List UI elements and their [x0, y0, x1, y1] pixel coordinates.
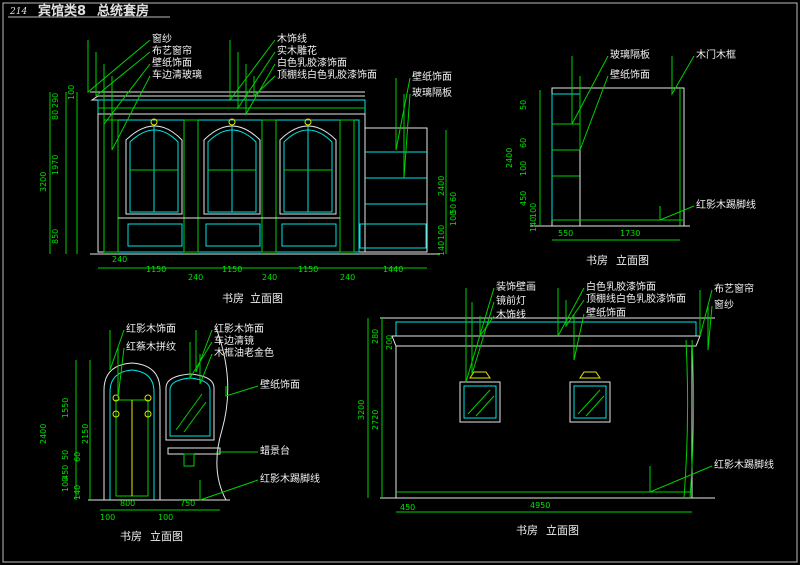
dim-c-inner-6: 100	[61, 477, 70, 492]
dim-d-left-1: 280	[371, 329, 380, 344]
dim-a-bottom-8: 1440	[383, 265, 403, 274]
dim-a-right-3: 50	[449, 204, 458, 214]
callout-a-curtain-sheer: 窗纱	[152, 32, 172, 45]
dim-a-left-1: 290	[51, 93, 60, 108]
callout-a-carving: 实木雕花	[277, 44, 317, 57]
callout-c-wood-veneer-right: 红影木饰面	[214, 322, 264, 335]
dim-d-left-4: 2720	[371, 410, 380, 430]
category-title: 宾馆类8	[38, 3, 86, 19]
dim-a-bottom-3: 240	[188, 273, 203, 282]
dim-a-left-2: 80	[51, 110, 60, 120]
dim-b-bottom-1: 550	[558, 229, 573, 238]
dim-c-bottom-2: 800	[120, 499, 135, 508]
callout-b-glass-shelf: 玻璃隔板	[610, 48, 650, 61]
dim-a-left-6: 3200	[39, 172, 48, 192]
callout-d-mirror-lamp: 镜前灯	[496, 294, 526, 307]
dim-a-left-3: 1970	[51, 155, 60, 175]
dim-c-bottom-3: 100	[158, 513, 173, 522]
view-d-suffix: 立面图	[546, 523, 579, 537]
dim-a-left-4: 850	[51, 229, 60, 244]
callout-c-bevel-mirror: 车边清镜	[214, 334, 254, 347]
callout-d-wallpaper: 壁纸饰面	[586, 306, 626, 319]
dim-c-inner-5: 450	[61, 465, 70, 480]
callout-d-wood-trim: 木饰线	[496, 308, 526, 321]
dim-d-bottom-2: 4950	[530, 501, 550, 510]
view-b-title: 书房	[586, 254, 608, 267]
dim-a-bottom-6: 1150	[298, 265, 318, 274]
subject-title: 总统套房	[97, 3, 149, 19]
callout-b-door-frame: 木门木框	[696, 48, 736, 61]
callout-b-skirting: 红影木踢脚线	[696, 198, 756, 211]
elevation-b: 玻璃隔板 壁纸饰面 木门木框 红影木踢脚线 550 1730 2400 50 6…	[505, 48, 756, 267]
callout-c-skirting: 红影木踢脚线	[260, 472, 320, 485]
dim-a-bottom-1: 240	[112, 255, 127, 264]
dim-b-bottom-2: 1730	[620, 229, 640, 238]
dim-c-inner-2: 2150	[81, 424, 90, 444]
callout-c-console: 蜡景台	[260, 444, 290, 457]
dim-b-left-5: 450	[519, 191, 528, 206]
view-d-title: 书房	[516, 524, 538, 537]
callout-c-gold-frame: 木框油老金色	[214, 346, 274, 359]
callout-a-wallpaper: 壁纸饰面	[152, 56, 192, 69]
callout-a-wallpaper-right: 壁纸饰面	[412, 70, 452, 83]
dim-b-left-2: 50	[519, 100, 528, 110]
dim-c-outer: 2400	[39, 424, 48, 444]
dim-b-left-7: 140	[529, 217, 538, 232]
dim-c-bottom-4: 750	[180, 499, 195, 508]
callout-a-crown-paint: 顶棚线白色乳胶漆饰面	[277, 68, 377, 81]
callout-c-wood-pattern: 红蔡木拼纹	[126, 340, 176, 353]
elevation-a: 窗纱 布艺窗帘 壁纸饰面 车边清玻璃 木饰线 实木雕花 白色乳胶漆饰面 顶棚线白…	[39, 32, 458, 305]
dim-a-right-4: 60	[449, 192, 458, 202]
dim-c-inner-3: 50	[61, 450, 70, 460]
callout-a-bevel-glass: 车边清玻璃	[152, 68, 202, 81]
dim-d-left-2: 200	[385, 335, 394, 350]
view-b-suffix: 立面图	[616, 253, 649, 267]
dim-b-left-3: 60	[519, 138, 528, 148]
dim-c-inner-7: 140	[73, 485, 82, 500]
callout-d-curtain-sheer: 窗纱	[714, 298, 734, 311]
callout-c-wallpaper: 壁纸饰面	[260, 378, 300, 391]
callout-c-wood-veneer-left: 红影木饰面	[126, 322, 176, 335]
elevation-c: 红影木饰面 红蔡木拼纹 红影木饰面 车边清镜 木框油老金色 壁纸饰面 蜡景台 红…	[39, 322, 320, 543]
dim-d-bottom-1: 450	[400, 503, 415, 512]
dim-b-left-6: 100	[529, 203, 538, 218]
dim-b-left-4: 100	[519, 161, 528, 176]
dim-c-bottom-1: 100	[100, 513, 115, 522]
dim-a-bottom-2: 1150	[146, 265, 166, 274]
callout-d-crown-paint: 顶棚线白色乳胶漆饰面	[586, 292, 686, 305]
callout-a-wood-trim: 木饰线	[277, 32, 307, 45]
dim-c-inner-1: 1550	[61, 398, 70, 418]
callout-b-wallpaper: 壁纸饰面	[610, 68, 650, 81]
dim-a-right-2: 100	[449, 211, 458, 226]
callout-a-white-paint: 白色乳胶漆饰面	[277, 56, 347, 69]
callout-d-painting: 装饰壁画	[496, 280, 536, 293]
dim-a-right-5: 100	[437, 225, 446, 240]
dim-b-left-1: 2400	[505, 148, 514, 168]
callout-a-fabric-curtain: 布艺窗帘	[152, 44, 192, 57]
dim-d-left-3: 3200	[357, 400, 366, 420]
dim-a-bottom-4: 1150	[222, 265, 242, 274]
elevation-d: 装饰壁画 镜前灯 木饰线 白色乳胶漆饰面 顶棚线白色乳胶漆饰面 壁纸饰面 布艺窗…	[357, 280, 774, 537]
dim-a-bottom-5: 240	[262, 273, 277, 282]
callout-a-glass-shelf: 玻璃隔板	[412, 86, 452, 99]
view-a-title: 书房	[222, 292, 244, 305]
view-c-suffix: 立面图	[150, 529, 183, 543]
view-a-suffix: 立面图	[250, 291, 283, 305]
dim-a-right-6: 140	[437, 241, 446, 256]
dim-a-right-1: 2400	[437, 176, 446, 196]
page-number: 214	[9, 7, 27, 17]
callout-d-white-paint: 白色乳胶漆饰面	[586, 280, 656, 293]
callout-d-skirting: 红影木踢脚线	[714, 458, 774, 471]
callout-d-fabric-curtain: 布艺窗帘	[714, 282, 754, 295]
dim-a-bottom-7: 240	[340, 273, 355, 282]
view-c-title: 书房	[120, 530, 142, 543]
dim-a-left-5: 100	[67, 85, 76, 100]
dim-c-inner-4: 60	[73, 452, 82, 462]
